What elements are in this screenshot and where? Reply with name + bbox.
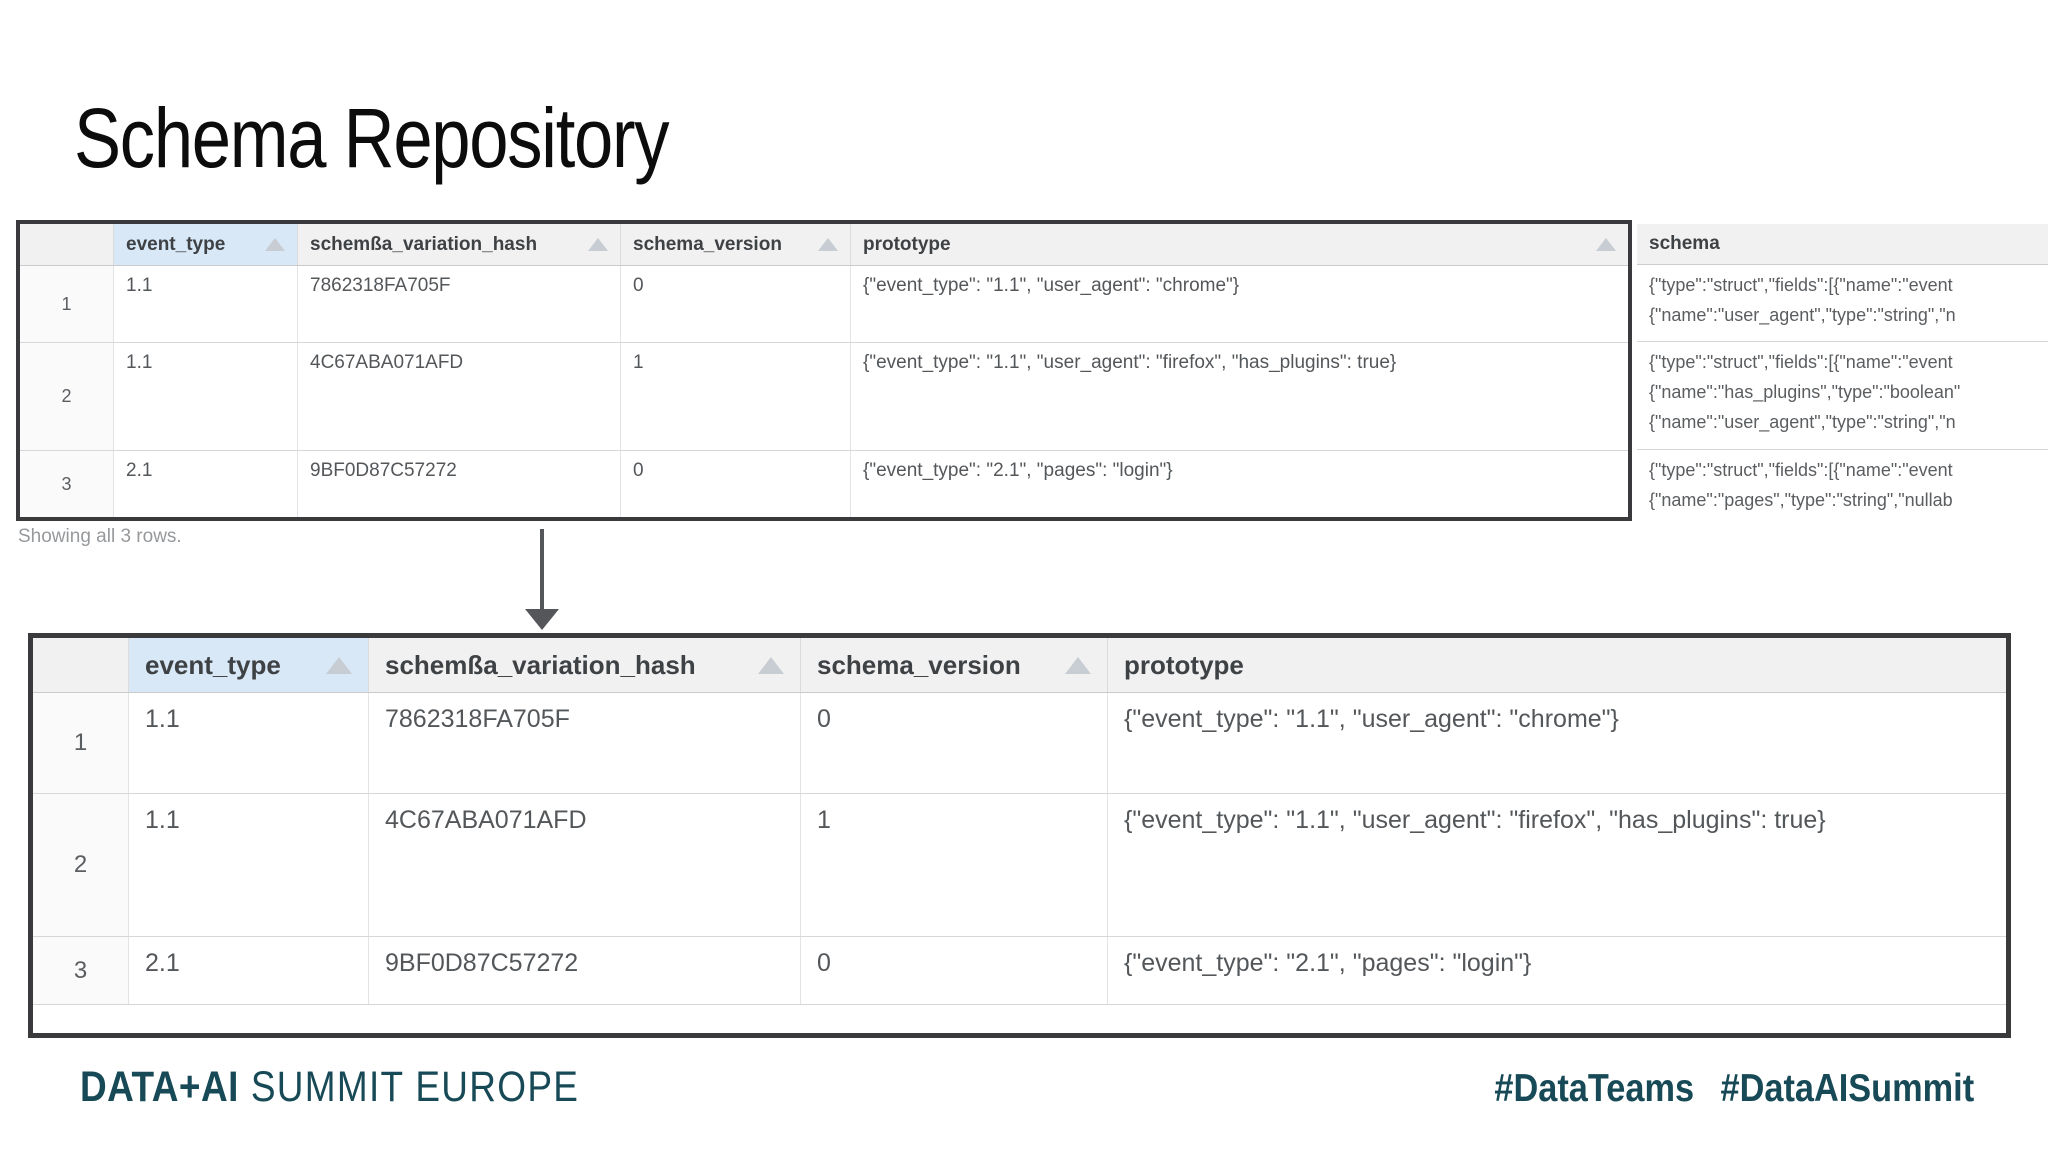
column-header-schema[interactable]: schema — [1637, 224, 2048, 265]
cell-event-type: 1.1 — [129, 693, 369, 793]
cell-event-type: 2.1 — [114, 451, 298, 517]
cell-variation-hash: 4C67ABA071AFD — [298, 343, 621, 450]
column-header-label: event_type — [126, 233, 226, 255]
cell-prototype: {"event_type": "1.1", "user_agent": "chr… — [863, 275, 1240, 296]
row-number: 3 — [33, 937, 129, 1004]
cell-event-type: 1.1 — [129, 794, 369, 936]
table-row: 2 1.1 4C67ABA071AFD 1 {"event_type": "1.… — [33, 794, 2006, 937]
column-header-event-type[interactable]: event_type — [114, 224, 298, 265]
cell-prototype: {"event_type": "1.1", "user_agent": "fir… — [1124, 806, 1826, 834]
flow-arrow-head-icon — [525, 609, 559, 630]
row-number: 2 — [33, 794, 129, 936]
column-header-label: event_type — [145, 649, 281, 680]
schema-line: {"type":"struct","fields":[{"name":"even… — [1649, 352, 1953, 372]
cell-schema: {"type":"struct","fields":[{"name":"even… — [1637, 342, 2048, 450]
column-header-variation-hash[interactable]: schemßa_variation_hash — [298, 224, 621, 265]
brand-bold-label: DATA+AI — [80, 1063, 239, 1111]
sort-asc-icon — [758, 656, 784, 674]
row-number: 1 — [20, 266, 114, 342]
column-header-label: schemßa_variation_hash — [310, 233, 538, 255]
column-header-variation-hash[interactable]: schemßa_variation_hash — [369, 638, 801, 692]
column-header-event-type[interactable]: event_type — [129, 638, 369, 692]
table-row: 3 2.1 9BF0D87C57272 0 {"event_type": "2.… — [33, 937, 2006, 1005]
cell-prototype: {"event_type": "1.1", "user_agent": "chr… — [1124, 705, 1619, 733]
cell-prototype: {"event_type": "1.1", "user_agent": "fir… — [863, 352, 1397, 373]
column-header-label: schema_version — [817, 649, 1021, 680]
row-number: 2 — [20, 343, 114, 450]
column-header-label: prototype — [1124, 649, 1244, 680]
cell-variation-hash: 9BF0D87C57272 — [298, 451, 621, 517]
page-title: Schema Repository — [74, 91, 670, 185]
hashtag-dataaisummit: #DataAISummit — [1720, 1067, 1974, 1110]
column-header-schema-version[interactable]: schema_version — [801, 638, 1108, 692]
schema-line: {"type":"struct","fields":[{"name":"even… — [1649, 275, 1953, 295]
sort-asc-icon — [1596, 238, 1616, 251]
row-number-header — [20, 224, 114, 265]
column-header-label: schema — [1649, 233, 1720, 254]
flow-arrow — [540, 529, 544, 611]
schema-column: schema {"type":"struct","fields":[{"name… — [1637, 224, 2048, 521]
cell-schema: {"type":"struct","fields":[{"name":"even… — [1637, 265, 2048, 342]
table-row: 3 2.1 9BF0D87C57272 0 {"event_type": "2.… — [20, 451, 1628, 517]
sort-asc-icon — [588, 238, 608, 251]
cell-variation-hash: 4C67ABA071AFD — [369, 794, 801, 936]
cell-schema-version: 0 — [621, 451, 851, 517]
cell-variation-hash: 7862318FA705F — [298, 266, 621, 342]
table-row: 1 1.1 7862318FA705F 0 {"event_type": "1.… — [20, 266, 1628, 343]
hashtag-datateams: #DataTeams — [1494, 1067, 1694, 1110]
table-row: 1 1.1 7862318FA705F 0 {"event_type": "1.… — [33, 693, 2006, 794]
brand-regular-label: SUMMIT EUROPE — [250, 1063, 580, 1111]
cell-variation-hash: 9BF0D87C57272 — [369, 937, 801, 1004]
cell-schema-version: 0 — [801, 693, 1108, 793]
cell-variation-hash: 7862318FA705F — [369, 693, 801, 793]
cell-event-type: 1.1 — [114, 266, 298, 342]
cell-prototype: {"event_type": "2.1", "pages": "login"} — [863, 460, 1173, 481]
cell-schema-version: 0 — [621, 266, 851, 342]
sort-asc-icon — [818, 238, 838, 251]
schema-repository-table-large: event_type schemßa_variation_hash schema… — [28, 633, 2011, 1038]
column-header-prototype[interactable]: prototype — [1108, 638, 2006, 692]
row-number: 3 — [20, 451, 114, 517]
cell-event-type: 1.1 — [114, 343, 298, 450]
schema-line: {"name":"user_agent","type":"string","n — [1649, 305, 1956, 325]
schema-line: {"type":"struct","fields":[{"name":"even… — [1649, 460, 1953, 480]
column-header-prototype[interactable]: prototype — [851, 224, 1628, 265]
column-header-label: schemßa_variation_hash — [385, 649, 696, 680]
column-header-schema-version[interactable]: schema_version — [621, 224, 851, 265]
column-header-label: prototype — [863, 233, 951, 255]
cell-schema-version: 1 — [801, 794, 1108, 936]
table-empty-space — [33, 1005, 2006, 1033]
schema-line: {"name":"has_plugins","type":"boolean" — [1649, 382, 1961, 402]
cell-schema-version: 0 — [801, 937, 1108, 1004]
sort-asc-icon — [326, 656, 352, 674]
event-hashtags: #DataTeams #DataAISummit — [1494, 1069, 1974, 1108]
sort-asc-icon — [265, 238, 285, 251]
table-header-row: event_type schemßa_variation_hash schema… — [20, 224, 1628, 266]
schema-line: {"name":"pages","type":"string","nullab — [1649, 490, 1953, 510]
schema-line: {"name":"user_agent","type":"string","n — [1649, 412, 1956, 432]
column-header-label: schema_version — [633, 233, 782, 255]
row-number: 1 — [33, 693, 129, 793]
sort-asc-icon — [1065, 656, 1091, 674]
cell-schema-version: 1 — [621, 343, 851, 450]
cell-event-type: 2.1 — [129, 937, 369, 1004]
row-number-header — [33, 638, 129, 692]
table-row: 2 1.1 4C67ABA071AFD 1 {"event_type": "1.… — [20, 343, 1628, 451]
cell-prototype: {"event_type": "2.1", "pages": "login"} — [1124, 949, 1532, 977]
schema-repository-table-small: event_type schemßa_variation_hash schema… — [16, 220, 1632, 521]
cell-schema: {"type":"struct","fields":[{"name":"even… — [1637, 450, 2048, 521]
row-count-status: Showing all 3 rows. — [18, 526, 182, 547]
table-header-row: event_type schemßa_variation_hash schema… — [33, 638, 2006, 693]
